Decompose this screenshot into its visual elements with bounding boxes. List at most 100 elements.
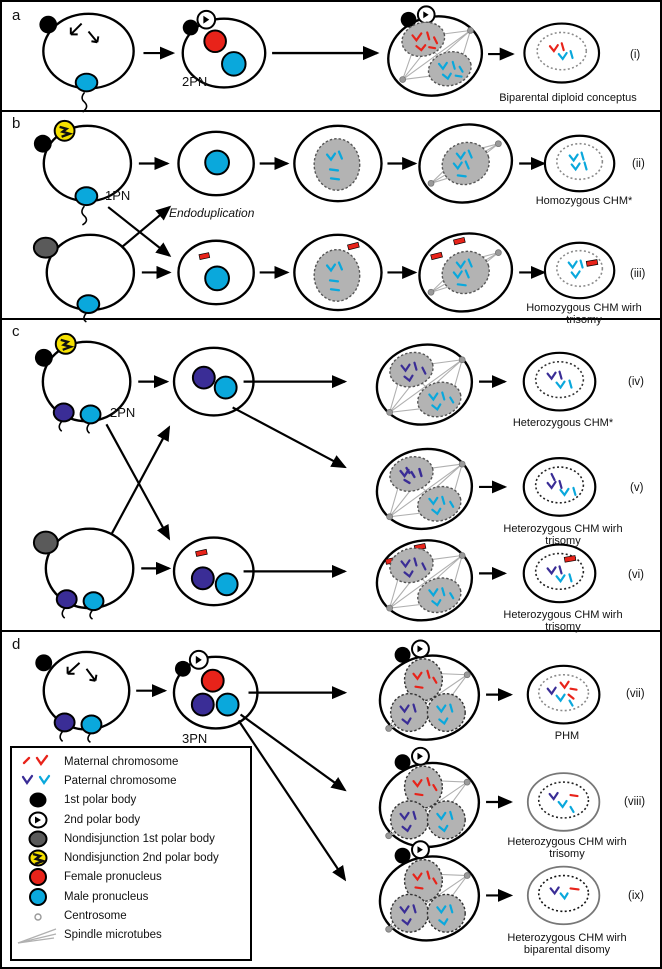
zygote-2pn-dispermic [172,346,255,417]
paternal-chromosome-icon-1 [546,565,563,576]
paternal-chromosome-icon-1 [546,472,563,490]
nondisjunction-second-polar-body-icon [12,849,64,867]
paternal-chromosome-icon-2 [436,810,454,833]
cross-arrow-down [105,423,171,541]
paternal-chromosome-icon-2 [428,495,455,516]
male-pronucleus-icon-1 [52,402,75,423]
legend-item-male-pronucleus: Male pronucleus [12,887,250,906]
endoduplicated-cell-trisomy [293,233,383,312]
paternal-chromosome-icon [452,149,473,178]
nucleus-paternal-1 [389,893,430,933]
male-pronucleus-icon [74,186,99,207]
centrosome-icon [495,140,502,148]
spindle-microtubes-icon [388,463,463,518]
legend-label: 1st polar body [64,794,137,807]
maternal-chromosome-icon [384,556,398,565]
second-polar-body-icon [411,840,430,860]
mitotic-cell-v [375,447,474,531]
first-polar-body-icon [12,791,64,809]
male-pronucleus-icon-2 [80,714,103,735]
spindle-microtubes-icon [388,359,463,414]
maternal-chromosome-icon [412,777,438,797]
second-polar-body-icon [196,9,217,30]
centrosome-icon [458,356,466,364]
paternal-chromosome-icon-2 [428,391,455,412]
centrosome-icon [458,460,466,468]
paternal-chromosome-icon-1 [546,686,557,696]
first-polar-body-icon [34,348,53,367]
maternal-chromosome-icon [195,548,208,557]
outcome-label-vi: Heterozygous CHM wirh trisomy [503,609,623,633]
process-label-endoduplication: Endoduplication [169,206,255,220]
spindle-microtubes-icon [430,143,499,184]
roman-ii: (ii) [632,158,645,170]
male-pronucleus-icon-2 [214,572,239,597]
conceptus [523,22,601,84]
male-pronucleus-icon-1 [190,566,215,591]
legend-item-spindle-microtubes: Spindle microtubes [12,926,250,945]
male-pronucleus-icon [12,887,64,906]
roman-viii: (viii) [624,796,646,808]
legend-label: Spindle microtubes [64,929,162,942]
roman-vi: (vi) [628,569,644,581]
centrosome-icon [458,552,466,559]
maternal-chromosome-icon [548,42,565,53]
roman-i: (i) [630,49,641,61]
male-pronucleus-icon [204,149,230,176]
outcome-cell-ii [543,134,616,193]
first-polar-body-icon [394,754,411,771]
first-polar-body-icon [39,15,58,34]
spindle-microtubes-icon [401,29,472,81]
legend-item-paternal-chromosome: Paternal chromosome [12,771,250,790]
paternal-chromosome-icon [567,259,584,280]
paternal-chromosome-icon-1 [399,703,417,726]
oocyte-dispermic-bottom [32,527,135,620]
first-polar-body-icon [394,847,411,864]
cross-arrow-up [107,205,172,260]
maternal-chromosome-icon [430,251,443,261]
legend-item-female-pronucleus: Female pronucleus [12,868,250,887]
panel-c: c [2,320,660,633]
paternal-chromosome-icon-2 [436,703,454,726]
panel-c-label: c [12,323,20,340]
nucleus-paternal-2 [426,893,466,933]
nucleus [313,248,361,302]
nondisjunction-second-polar-body-icon [53,119,76,142]
panel-b: b [2,112,660,326]
outcome-cell-vii [526,664,601,725]
endoduplicated-cell [293,124,383,203]
nucleus-paternal-1 [389,351,434,388]
paternal-chromosome-icon [325,150,344,181]
outcome-cell-vi [522,543,597,604]
first-polar-body-icon [35,654,53,672]
centrosome-icon [385,832,393,840]
spindle-microtubes-icon [388,873,468,930]
outcome-cell-ix [526,865,601,926]
paternal-chromosome-icon-1 [546,370,563,381]
maternal-chromosome-icon [411,31,439,52]
female-nucleus [401,21,446,58]
maternal-chromosome-icon [412,870,438,890]
outcome-cell-v [522,457,597,517]
nucleus-paternal-1 [389,547,434,584]
outcome-label-v: Heterozygous CHM wirh trisomy [503,523,623,547]
female-pronucleus-icon [12,868,64,887]
legend-item-maternal-chromosome: Maternal chromosome [12,752,250,771]
paternal-chromosome-icon [452,258,473,287]
maternal-chromosome-icon [563,555,577,563]
legend-item-centrosome: Centrosome [12,906,250,925]
centrosome-icon [386,409,393,416]
spindle-microtubes-icon [430,252,499,293]
paternal-chromosome-icon-2 [555,693,574,707]
nucleus-paternal-2 [426,692,466,733]
roman-ix: (ix) [628,890,644,902]
legend-label: Nondisjunction 1st polar body [64,832,215,845]
nondisjunction-first-polar-body-icon [12,830,64,848]
zygote-1pn-trisomy [177,239,255,306]
tripolar-cell-vii [378,639,481,741]
male-pronucleus-icon [204,265,230,292]
nucleus-paternal-2 [417,577,462,614]
paternal-chromosome-icon-2 [557,799,575,814]
outcome-label-ix: Heterozygous CHM wirh biparental disomy [507,932,627,956]
